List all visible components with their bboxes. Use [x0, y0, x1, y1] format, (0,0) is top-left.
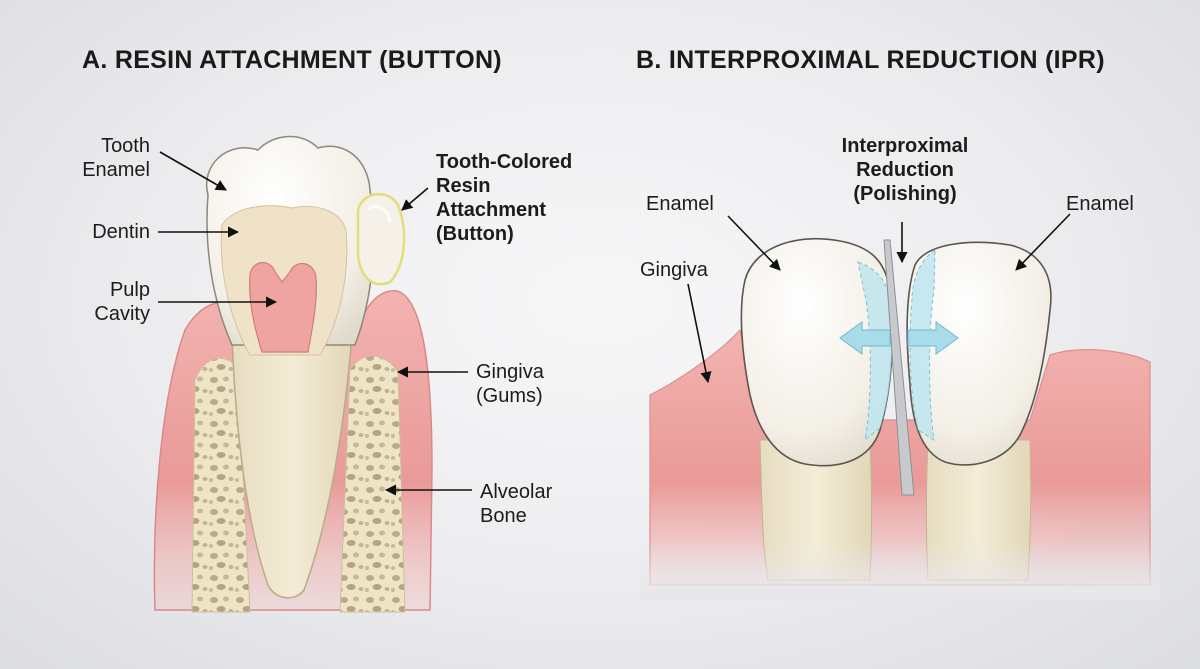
- arrow-resin-attachment: [401, 187, 429, 211]
- tooth-root-a: [231, 334, 353, 599]
- pulp-cavity-a: [249, 262, 317, 353]
- reduction-zone-left: [857, 261, 893, 442]
- panel-b-title: B. INTERPROXIMAL REDUCTION (IPR): [636, 46, 1105, 74]
- alveolar-bone-a-right: [339, 355, 406, 613]
- label-pulp-cavity: Pulp Cavity: [94, 279, 150, 325]
- arrow-tooth-enamel: [159, 151, 227, 191]
- resin-button: [356, 192, 406, 286]
- panel-b-illustration: [640, 237, 1160, 600]
- arrow-enamel-left: [727, 215, 781, 271]
- label-alveolar-bone: Alveolar Bone: [480, 481, 553, 527]
- panel-b-arrows: [687, 213, 1071, 384]
- reduction-arrow-left: [839, 321, 891, 355]
- arrow-gingiva-b: [687, 283, 712, 384]
- panel-a-illustration: [153, 135, 433, 613]
- label-enamel-right: Enamel: [1066, 193, 1134, 215]
- crown-left-b: [740, 237, 894, 467]
- polishing-strip: [883, 239, 915, 496]
- label-dentin: Dentin: [92, 221, 150, 243]
- panel-a-arrows: [158, 151, 472, 496]
- label-interproximal-reduction: Interproximal Reduction (Polishing): [841, 135, 969, 205]
- label-tooth-enamel: Tooth Enamel: [82, 135, 150, 181]
- panel-a-title: A. RESIN ATTACHMENT (BUTTON): [82, 46, 502, 74]
- label-gingiva-a: Gingiva (Gums): [476, 361, 544, 407]
- label-enamel-left: Enamel: [646, 193, 714, 215]
- arrow-enamel-right: [1015, 213, 1071, 271]
- crown-right-b: [906, 241, 1052, 466]
- fade-b: [640, 540, 1160, 600]
- reduction-arrow-right: [907, 321, 959, 355]
- resin-button-shine: [366, 205, 392, 223]
- label-gingiva-b: Gingiva: [640, 259, 708, 281]
- label-resin-attachment: Tooth-Colored Resin Attachment (Button): [436, 151, 573, 245]
